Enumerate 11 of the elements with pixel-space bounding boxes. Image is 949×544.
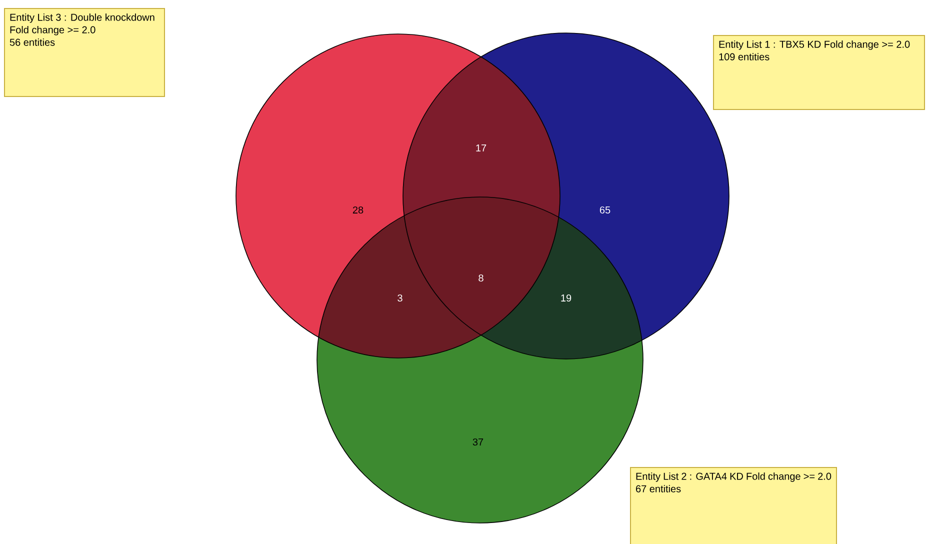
- region-count: 19: [561, 294, 572, 302]
- venn-circle: [236, 34, 560, 358]
- region-count: 28: [352, 206, 364, 214]
- callout-box: Entity List 2 : GATA4 KD Fold change >= 2.0 67 entities: [630, 467, 838, 544]
- region-count: 3: [398, 294, 402, 302]
- region-count: 37: [472, 438, 484, 446]
- region-count: 8: [478, 274, 484, 282]
- callout-box: Entity List 3 : Double knockdown Fold change >= 2.0 56 entities: [4, 8, 165, 97]
- region-count: 65: [600, 206, 610, 214]
- callout-box: Entity List 1 : TBX5 KD Fold change >= 2.0 109 entities: [713, 35, 926, 110]
- region-count: 17: [476, 144, 486, 152]
